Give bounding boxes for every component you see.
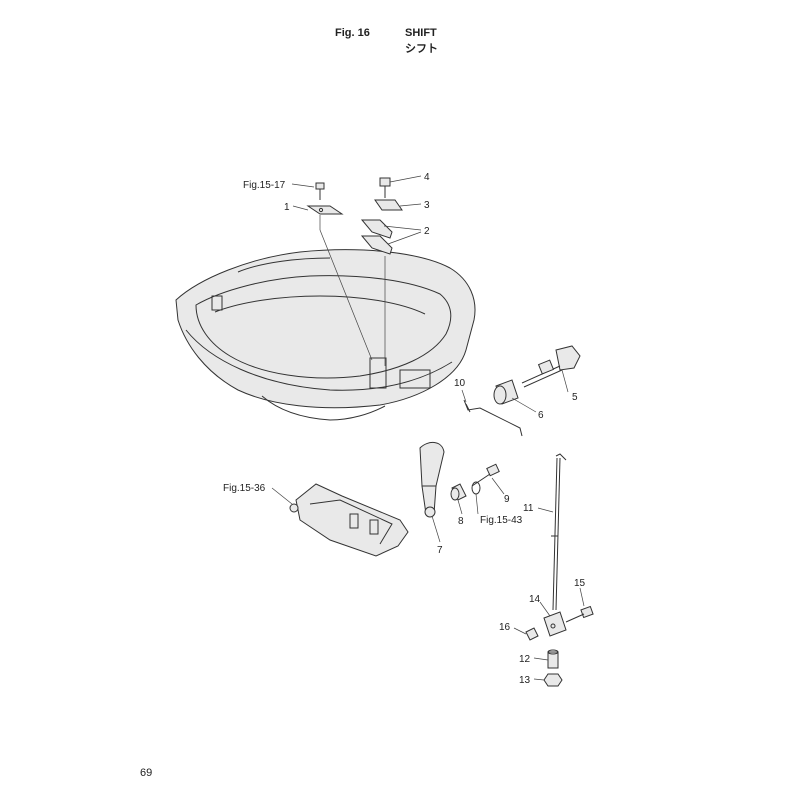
callout-1: 1 [284,202,290,213]
callout-labels: Fig.15-17 1 2 3 4 5 6 7 8 9 10 11 12 13 … [223,172,586,686]
diagram-title-japanese: シフト [405,42,438,55]
callout-5: 5 [572,392,578,403]
part-14-connector [543,611,567,637]
callout-8: 8 [458,516,464,527]
part-9-bolt [471,463,500,495]
callout-fig15-43: Fig.15-43 [480,515,523,526]
part-fig15-17-bolt [315,182,325,200]
callout-fig15-36: Fig.15-36 [223,483,266,494]
part-15-bolt [565,605,594,623]
leader-lines [271,175,585,681]
part-8-collar [450,483,467,501]
part-2-brackets [360,219,393,255]
figure-label: Fig. 16 [335,27,370,39]
part-16-nut [525,627,539,641]
page-number: 69 [140,767,153,779]
callout-11: 11 [523,503,534,514]
part-1-plate [306,205,344,215]
callout-12: 12 [519,654,531,665]
callout-fig15-17: Fig.15-17 [243,180,286,191]
callout-16: 16 [499,622,511,633]
part-10-link-rod [463,399,523,437]
shift-bracket [289,483,409,557]
callout-4: 4 [424,172,430,183]
part-3-plate [374,199,403,211]
part-11-shift-rod [551,453,567,611]
callout-9: 9 [504,494,510,505]
part-4-bolt [379,177,391,198]
callout-13: 13 [519,675,531,686]
bottom-cowling [175,249,476,421]
part-7-shift-lever [419,442,445,518]
part-6-grommet [493,379,519,405]
part-13-nut [543,673,563,687]
callout-14: 14 [529,594,541,605]
callout-10: 10 [454,378,466,389]
part-5-shift-shaft [521,345,581,388]
callout-15: 15 [574,578,586,589]
diagram-title: SHIFT [405,27,437,39]
callout-7: 7 [437,545,443,556]
part-12-collar [547,649,559,669]
callout-6: 6 [538,410,544,421]
callout-3: 3 [424,200,430,211]
callout-2: 2 [424,226,430,237]
